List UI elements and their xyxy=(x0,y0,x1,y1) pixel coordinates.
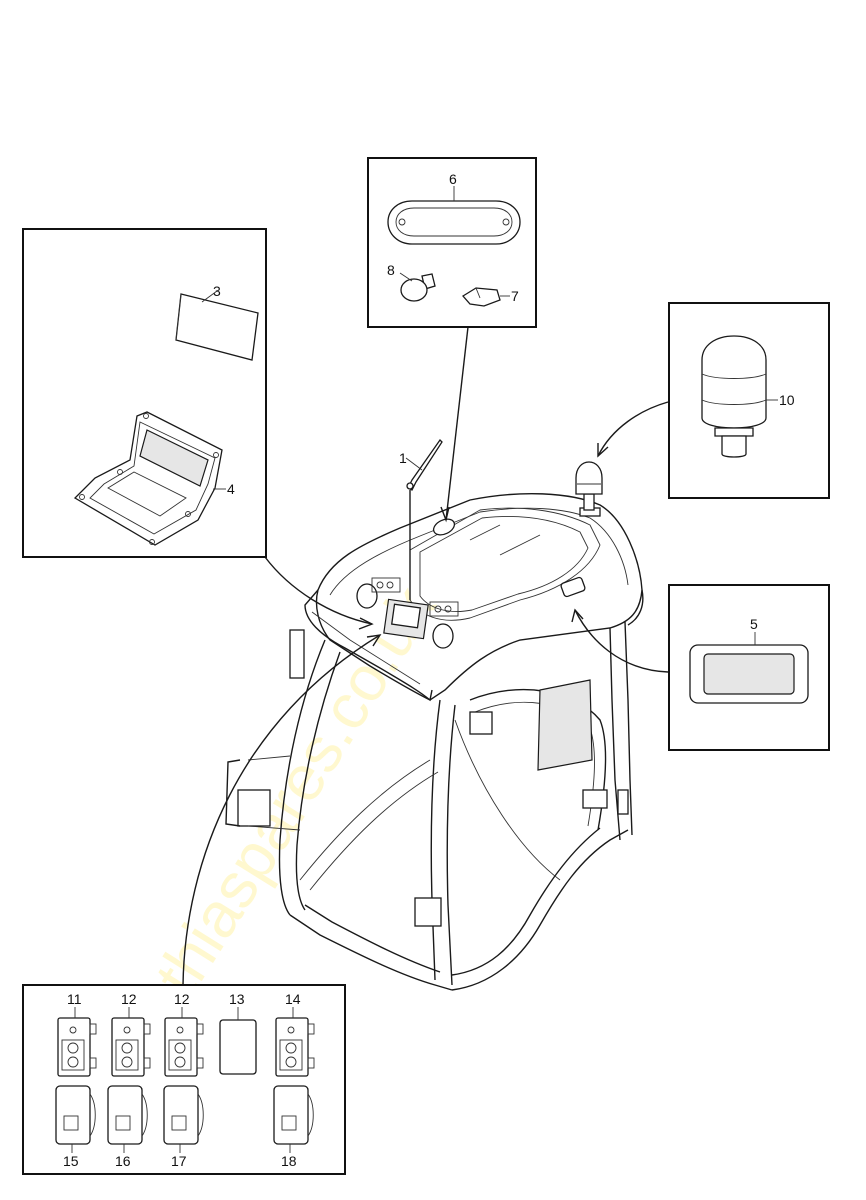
callout-12b: 12 xyxy=(174,991,190,1007)
switch-14 xyxy=(275,1017,315,1077)
rocker-cap-16 xyxy=(107,1085,148,1145)
callout-4: 4 xyxy=(227,481,235,497)
callout-3: 3 xyxy=(213,283,221,299)
callout-18: 18 xyxy=(281,1153,297,1169)
switch-12b xyxy=(164,1017,204,1077)
rocker-cap-15 xyxy=(55,1085,96,1145)
callout-1: 1 xyxy=(399,450,407,466)
cab-frame-illustration xyxy=(225,492,644,991)
switch-11 xyxy=(57,1017,97,1077)
callout-16: 16 xyxy=(115,1153,131,1169)
panel-item-5: 5 xyxy=(668,584,830,751)
callout-5: 5 xyxy=(750,616,758,632)
panel-items-6-7-8: 6 8 7 xyxy=(367,157,537,328)
callout-17: 17 xyxy=(171,1153,187,1169)
callout-8: 8 xyxy=(387,262,395,278)
callout-13: 13 xyxy=(229,991,245,1007)
connector-lines xyxy=(182,326,669,986)
rocker-cap-17 xyxy=(163,1085,204,1145)
callout-12a: 12 xyxy=(121,991,137,1007)
callout-15: 15 xyxy=(63,1153,79,1169)
panel-item-10: 10 xyxy=(668,302,830,499)
rocker-cap-18 xyxy=(273,1085,314,1145)
callout-11: 11 xyxy=(67,991,82,1007)
callout-10: 10 xyxy=(779,392,795,408)
switch-12a xyxy=(111,1017,151,1077)
callout-14: 14 xyxy=(285,991,301,1007)
panel-items-3-4: 3 4 xyxy=(22,228,267,558)
callout-7: 7 xyxy=(511,288,519,304)
callout-6: 6 xyxy=(449,171,457,187)
beacon-on-roof xyxy=(575,461,603,511)
panel-switches-11-18: 11 12 12 13 14 15 16 17 18 xyxy=(22,984,346,1175)
blanking-plate-13 xyxy=(219,1019,257,1075)
item-1-part: 1 xyxy=(399,438,443,491)
